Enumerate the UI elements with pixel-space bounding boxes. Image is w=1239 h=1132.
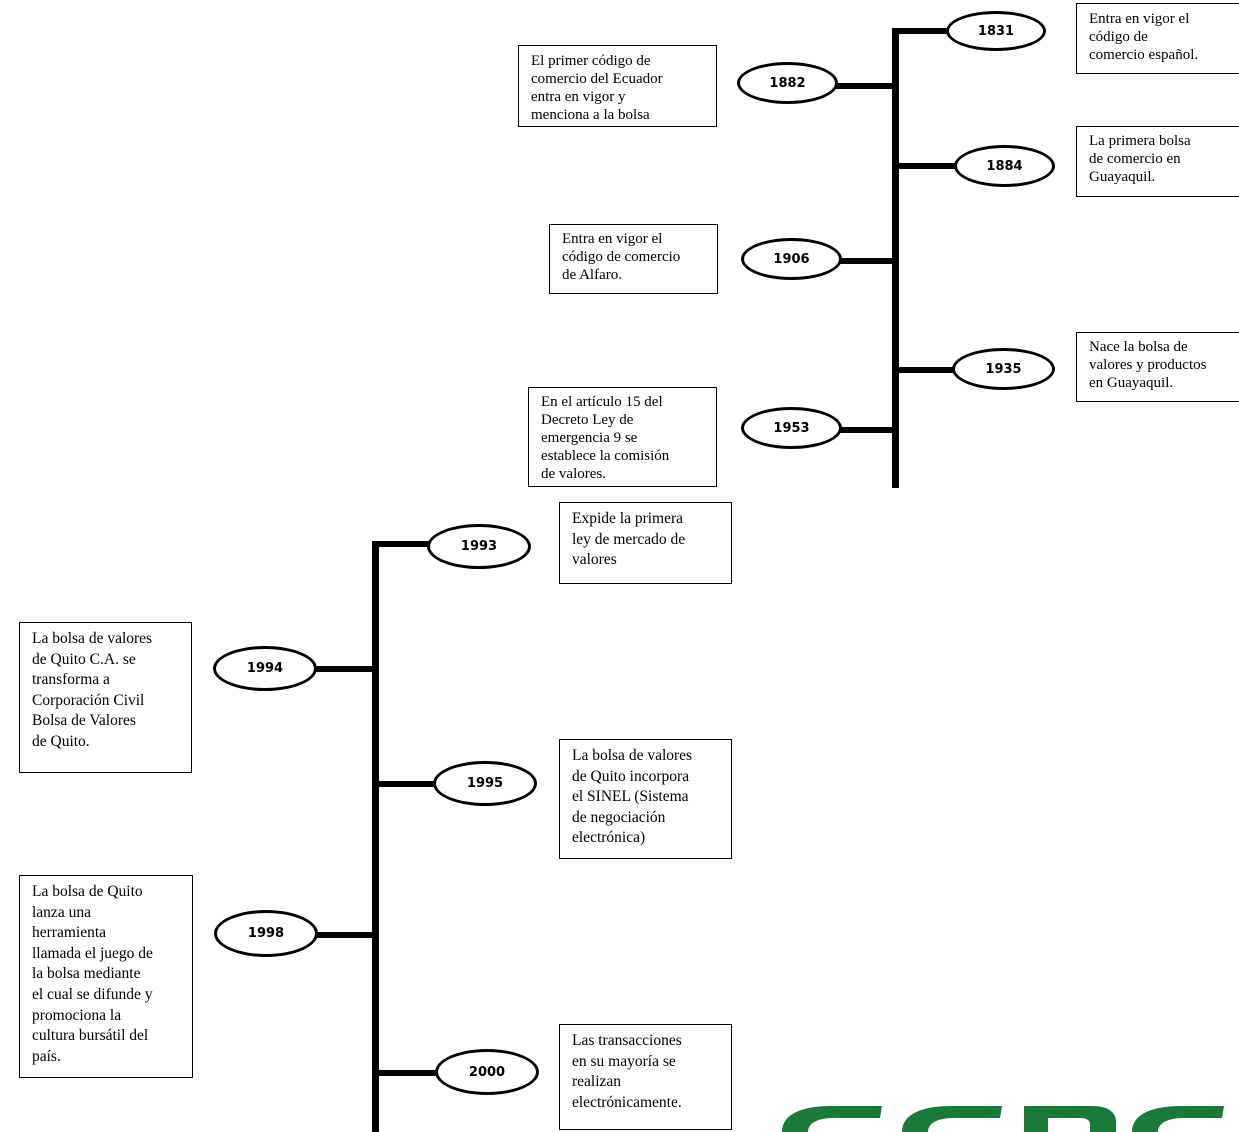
- year-oval-2000: 2000: [435, 1049, 539, 1095]
- event-box-1993: Expide la primera ley de mercado de valo…: [559, 502, 732, 584]
- event-box-1882: El primer código de comercio del Ecuador…: [518, 45, 717, 127]
- event-box-1953: En el artículo 15 del Decreto Ley de eme…: [528, 387, 717, 487]
- event-box-1935: Nace la bolsa de valores y productos en …: [1076, 332, 1239, 402]
- event-box-1831: Entra en vigor el código de comercio esp…: [1076, 3, 1239, 74]
- connector-1935: [896, 367, 956, 373]
- connector-1998: [312, 932, 376, 938]
- year-oval-1884: 1884: [954, 145, 1055, 187]
- connector-1884: [896, 163, 958, 169]
- year-oval-1995: 1995: [433, 761, 537, 806]
- event-box-1994: La bolsa de valores de Quito C.A. se tra…: [19, 622, 192, 773]
- bottom-timeline-cap: [372, 541, 430, 547]
- logo-partial: [772, 1100, 1239, 1132]
- year-oval-1831: 1831: [946, 11, 1046, 51]
- event-box-2000: Las transacciones en su mayoría se reali…: [559, 1024, 732, 1130]
- bottom-timeline-axis: [372, 541, 379, 1132]
- event-box-1884: La primera bolsa de comercio en Guayaqui…: [1076, 126, 1239, 197]
- year-oval-1906: 1906: [741, 238, 842, 280]
- connector-1906: [838, 258, 896, 264]
- event-box-1998: La bolsa de Quito lanza una herramienta …: [19, 875, 193, 1078]
- connector-1994: [312, 666, 376, 672]
- top-timeline-cap: [892, 28, 948, 34]
- connector-1995: [376, 781, 438, 787]
- year-oval-1882: 1882: [737, 62, 838, 104]
- year-oval-1994: 1994: [213, 646, 317, 691]
- year-oval-1993: 1993: [427, 524, 531, 569]
- event-box-1906: Entra en vigor el código de comercio de …: [549, 224, 718, 294]
- connector-1953: [838, 427, 896, 433]
- connector-1882: [834, 83, 896, 89]
- connector-2000: [376, 1070, 440, 1076]
- year-oval-1935: 1935: [952, 348, 1055, 390]
- year-oval-1998: 1998: [214, 910, 318, 957]
- year-oval-1953: 1953: [741, 407, 842, 449]
- event-box-1995: La bolsa de valores de Quito incorpora e…: [559, 739, 732, 859]
